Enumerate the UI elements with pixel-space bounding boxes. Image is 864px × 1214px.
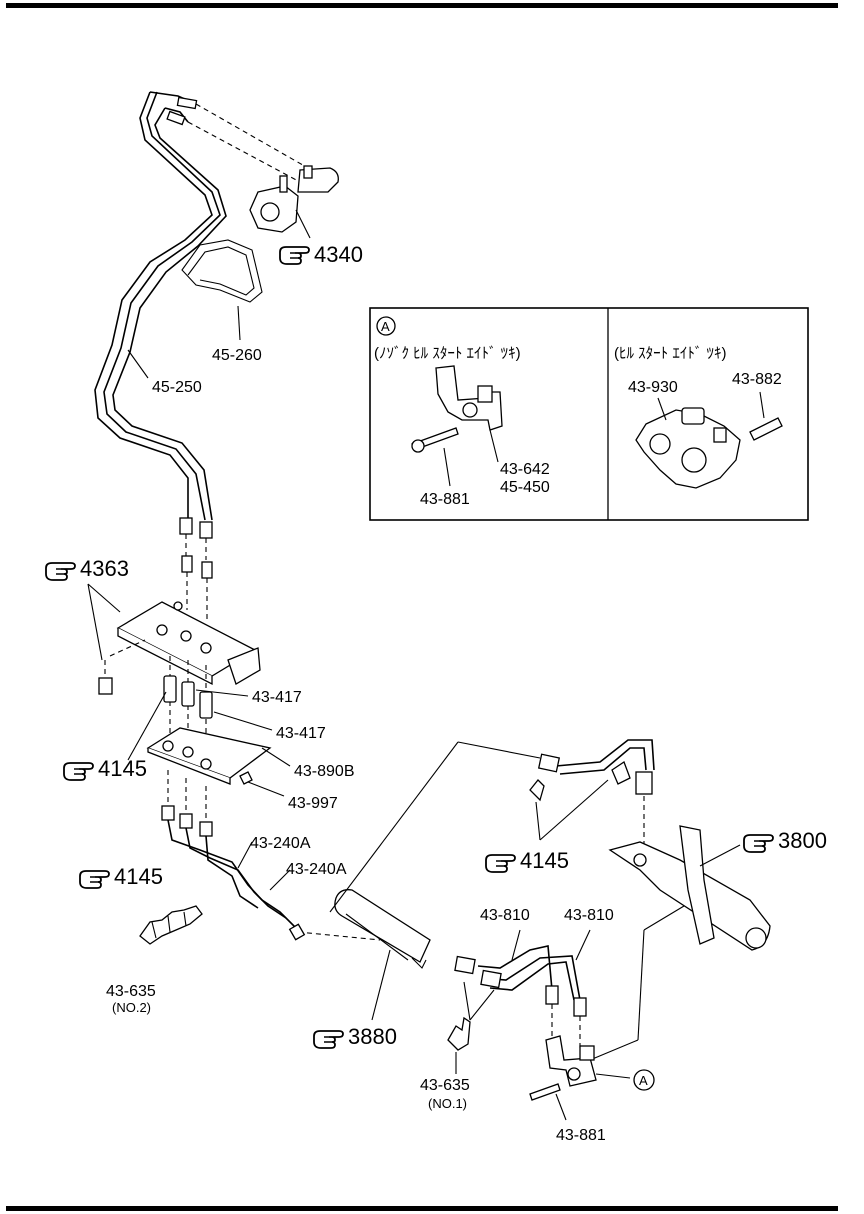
svg-text:A: A	[639, 1073, 648, 1088]
pointing-hand-icon	[45, 562, 76, 581]
label-43-890b: 43-890B	[294, 763, 355, 780]
label-43-635-no2: 43-635	[106, 983, 156, 1000]
label-45-250: 45-250	[152, 379, 202, 396]
svg-text:3880: 3880	[348, 1024, 397, 1049]
ref-4363: 4363	[45, 556, 129, 581]
label-43-635-no1-note: (NO.1)	[428, 1096, 467, 1111]
pointing-hand-icon	[743, 834, 774, 853]
svg-text:4340: 4340	[314, 242, 363, 267]
inset-joint	[411, 365, 503, 487]
label-43-240a-lower: 43-240A	[286, 861, 347, 878]
svg-text:4145: 4145	[520, 848, 569, 873]
clip-no1	[447, 1016, 471, 1074]
label-43-240a-upper: 43-240A	[250, 835, 311, 852]
chassis-frame-middle	[334, 889, 431, 1021]
inset-label-43-882: 43-882	[732, 371, 782, 388]
svg-text:4363: 4363	[80, 556, 129, 581]
reference-leaders	[329, 741, 609, 913]
pointing-hand-icon	[313, 1030, 344, 1049]
inset-label-45-450: 45-450	[500, 479, 550, 496]
label-43-635-no2-note: (NO.2)	[112, 1000, 151, 1015]
label-43-417-lower: 43-417	[276, 725, 326, 742]
svg-text:3800: 3800	[778, 828, 827, 853]
label-43-810-left: 43-810	[480, 907, 530, 924]
ref-4145-upper: 4145	[63, 756, 147, 781]
label-43-635-no1: 43-635	[420, 1077, 470, 1094]
inset-label-43-881: 43-881	[420, 491, 470, 508]
svg-text:4145: 4145	[98, 756, 147, 781]
bottom-border	[6, 1206, 838, 1211]
inset-right-title: (ﾋﾙ ｽﾀｰﾄ ｴｲﾄﾞ ﾂｷ)	[614, 345, 727, 362]
pointing-hand-icon	[279, 246, 310, 265]
inset-marker: A	[381, 319, 390, 334]
rear-hose-assembly	[529, 739, 655, 858]
ref-3800: 3800	[743, 828, 827, 853]
three-way-joint	[529, 1035, 631, 1121]
lower-brake-pipes	[161, 770, 381, 941]
pointing-hand-icon	[79, 870, 110, 889]
svg-text:4145: 4145	[114, 864, 163, 889]
upper-brake-pipes	[94, 91, 309, 521]
inset-label-43-642: 43-642	[500, 461, 550, 478]
ref-4145-lower: 4145	[79, 864, 163, 889]
top-border	[6, 3, 838, 8]
inset-box: A (ﾉｿﾞｸ ﾋﾙ ｽﾀｰﾄ ｴｲﾄﾞ ﾂｷ) (ﾋﾙ ｽﾀｰﾄ ｴｲﾄﾞ ﾂ…	[369, 307, 809, 521]
callout-a: A	[633, 1069, 655, 1091]
lower-bracket	[146, 727, 291, 797]
label-45-260: 45-260	[212, 347, 262, 364]
chassis-frame-right	[589, 825, 771, 1061]
front-brake-hoses	[454, 929, 591, 1050]
inset-label-43-930: 43-930	[628, 379, 678, 396]
clip-no2	[139, 905, 203, 945]
label-43-417-upper: 43-417	[252, 689, 302, 706]
inset-left-title: (ﾉｿﾞｸ ﾋﾙ ｽﾀｰﾄ ｴｲﾄﾞ ﾂｷ)	[374, 345, 521, 362]
label-43-810-right: 43-810	[564, 907, 614, 924]
inset-valve	[635, 391, 783, 489]
master-cylinder	[249, 165, 339, 239]
ref-4145-right: 4145	[485, 848, 569, 873]
ref-3880: 3880	[313, 1024, 397, 1049]
ref-4340: 4340	[279, 242, 363, 267]
pointing-hand-icon	[485, 854, 516, 873]
label-43-881: 43-881	[556, 1127, 606, 1144]
pipe-unions	[179, 517, 213, 620]
pointing-hand-icon	[63, 762, 94, 781]
spacers	[127, 656, 273, 761]
label-43-997: 43-997	[288, 795, 338, 812]
